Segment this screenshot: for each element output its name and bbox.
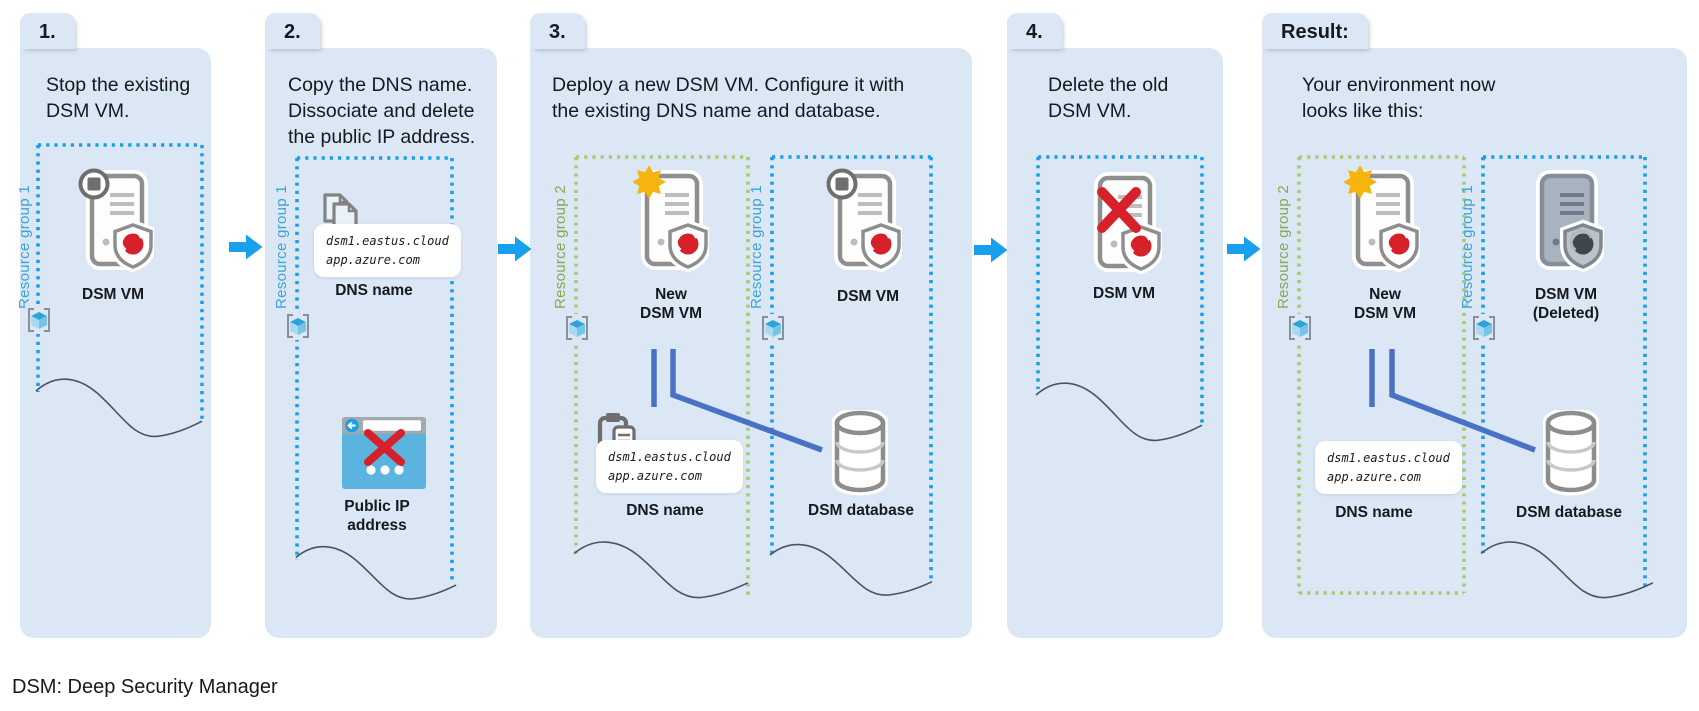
dsm-database-label: DSM database [808, 502, 914, 519]
dns-value-line1: dsm1.eastus.cloud [608, 450, 731, 464]
resource-group-1-border-result [1481, 155, 1647, 588]
dns-value-chip: dsm1.eastus.cloud app.azure.com [596, 440, 743, 494]
dsm-vm-label: DSM VM [1093, 285, 1155, 302]
dns-name-label: DNS name [1335, 504, 1413, 521]
step-3-heading: Deploy a new DSM VM. Configure it with t… [552, 74, 905, 122]
dns-value-line2: app.azure.com [1327, 469, 1421, 484]
resource-group-cube-icon [1286, 314, 1314, 342]
dns-name-label: DNS name [335, 282, 413, 299]
panel-step-2 [265, 48, 497, 638]
arrow-right-icon [229, 234, 263, 260]
dns-value-line2: app.azure.com [608, 468, 702, 483]
tab-step-3: 3. [530, 13, 585, 49]
new-dsm-vm-label-line2: DSM VM [640, 305, 702, 322]
resource-group-cube-icon [563, 314, 591, 342]
panel-step-4 [1007, 48, 1223, 638]
resource-group-cube-icon [284, 312, 312, 340]
new-dsm-vm-label-line1: New [1369, 286, 1401, 303]
new-dsm-vm-label: New DSM VM [640, 285, 702, 323]
resource-group-cube-icon [1470, 314, 1498, 342]
torn-edge-wave [769, 543, 933, 596]
dns-value-line1: dsm1.eastus.cloud [1327, 451, 1450, 465]
dsm-vm-label: DSM VM [82, 286, 144, 303]
result-heading: Your environment now looks like this: [1302, 74, 1496, 122]
tab-step-2: 2. [265, 13, 320, 49]
dsm-vm-label: DSM VM [837, 288, 899, 305]
tab-result: Result: [1262, 13, 1368, 49]
dns-name-label: DNS name [626, 502, 704, 519]
public-ip-label-line1: Public IP [344, 498, 410, 515]
legend-note: DSM: Deep Security Manager [12, 676, 278, 698]
torn-edge-wave [295, 545, 457, 600]
resource-group-cube-icon [759, 314, 787, 342]
dsm-vm-deleted-label: DSM VM (Deleted) [1533, 285, 1599, 323]
step-4-heading: Delete the old DSM VM. [1048, 74, 1169, 122]
tab-step-4: 4. [1007, 13, 1062, 49]
tab-step-1: 1. [20, 13, 75, 49]
resource-group-border-step4 [1036, 155, 1204, 427]
resource-group-2-border-result [1297, 155, 1466, 595]
dns-value-line1: dsm1.eastus.cloud [326, 234, 449, 248]
arrow-right-icon [498, 236, 532, 262]
step-1-heading: Stop the existing DSM VM. [46, 74, 191, 122]
new-dsm-vm-label-line2: DSM VM [1354, 305, 1416, 322]
new-dsm-vm-label: New DSM VM [1354, 285, 1416, 323]
torn-edge-wave [35, 378, 203, 438]
vm-stopped-icon [826, 168, 902, 278]
resource-group-cube-icon [25, 306, 53, 334]
vm-connections-step3 [651, 349, 823, 453]
vm-delete-x-icon [1086, 168, 1162, 280]
new-dsm-vm-label-line1: New [655, 286, 687, 303]
resource-group-1-border-step2 [295, 156, 454, 584]
dns-value-chip: dsm1.eastus.cloud app.azure.com [314, 224, 461, 278]
torn-edge-wave [573, 541, 749, 599]
vm-connections-result [1369, 349, 1536, 453]
public-ip-label-line2: address [347, 517, 407, 534]
panel-result [1262, 48, 1687, 638]
resource-group-1-border-step3 [770, 155, 933, 583]
dsm-vm-deleted-label-line1: DSM VM [1534, 286, 1597, 303]
panel-step-3 [530, 48, 972, 638]
dsm-vm-deleted-label-line2: (Deleted) [1532, 305, 1600, 322]
vm-deleted-gray-icon [1528, 166, 1604, 278]
arrow-right-icon [974, 237, 1008, 263]
vm-stopped-icon [78, 168, 154, 278]
public-ip-label: Public IP address [344, 497, 409, 535]
dns-value-line2: app.azure.com [326, 252, 420, 267]
database-icon [832, 410, 888, 496]
torn-edge-wave [1035, 382, 1203, 442]
torn-edge-wave [1480, 541, 1654, 599]
arrow-right-icon [1227, 236, 1261, 262]
step-2-heading: Copy the DNS name. Dissociate and delete… [288, 74, 476, 148]
vm-new-icon [633, 166, 709, 278]
database-icon [1543, 410, 1599, 496]
resource-group-2-border-step3 [574, 155, 750, 595]
vm-new-icon [1344, 166, 1420, 278]
dsm-database-label: DSM database [1516, 504, 1622, 521]
dns-value-chip: dsm1.eastus.cloud app.azure.com [1315, 441, 1462, 495]
public-ip-deleted-icon [342, 417, 426, 489]
resource-group-1-border-step1 [36, 143, 204, 420]
